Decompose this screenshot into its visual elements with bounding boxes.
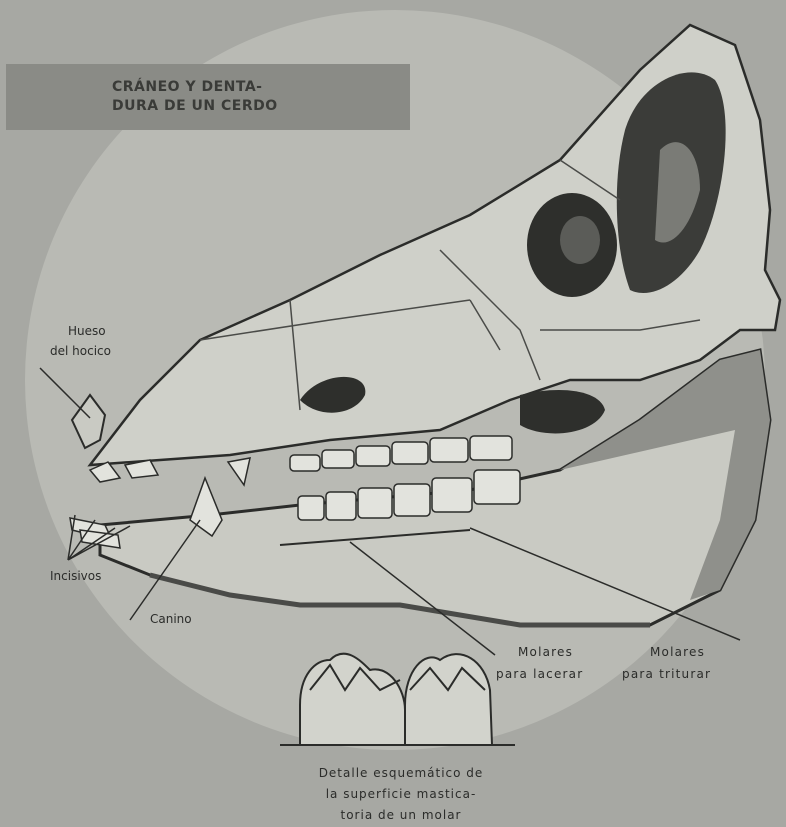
label-canino: Canino (150, 610, 192, 628)
label-molares-triturar-line2: para triturar (622, 665, 711, 683)
caption-line-2: la superficie mastica- (282, 784, 520, 805)
caption-line-3: toria de un molar (282, 805, 520, 826)
title: CRÁNEO Y DENTA- DURA DE UN CERDO (112, 78, 342, 116)
label-incisivos: Incisivos (50, 567, 101, 585)
label-hueso-line2: del hocico (50, 342, 111, 360)
label-hueso-line1: Hueso (68, 322, 106, 340)
label-molares-lacerar-line1: Molares (518, 643, 573, 661)
title-line-1: CRÁNEO Y DENTA- (112, 78, 342, 97)
label-molares-triturar-line1: Molares (650, 643, 705, 661)
molar-caption: Detalle esquemático de la superficie mas… (282, 763, 520, 826)
label-molares-lacerar-line2: para lacerar (496, 665, 583, 683)
title-line-2: DURA DE UN CERDO (112, 97, 342, 116)
caption-line-1: Detalle esquemático de (282, 763, 520, 784)
fossa-inner (560, 216, 600, 264)
